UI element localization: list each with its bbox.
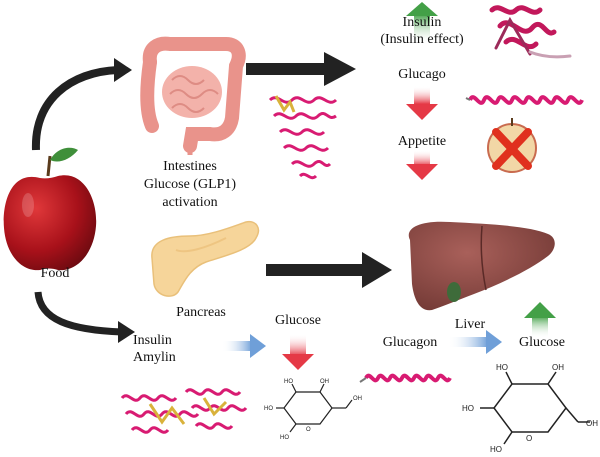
glucose-molecule-small-labels: HO OH HO HO OH O (264, 379, 362, 441)
mol-large-ho-2: HO (462, 404, 474, 413)
glucagon-effect-label: Glucago (398, 67, 446, 82)
glucose-mid-label: Glucose (275, 313, 321, 328)
pancreas-to-liver-arrow (266, 252, 392, 288)
glucose-increase-arrow (532, 316, 548, 338)
glp1-protein-icon (268, 95, 338, 180)
liver-icon (408, 221, 555, 311)
glucose-decrease-arrowhead (282, 354, 314, 370)
glucose-molecule-large-labels: HO OH HO HO OH O (462, 363, 598, 454)
mol-large-ho-1: HO (496, 363, 508, 372)
glucose-decrease-arrow (290, 334, 306, 356)
mol-small-oh-2: OH (353, 396, 362, 402)
appetite-decrease-arrow (414, 150, 430, 166)
intestines-icon (140, 36, 246, 155)
glucagon-decrease-arrowhead (406, 104, 438, 120)
insulin-effect-label: (Insulin effect) (380, 32, 464, 47)
appetite-decrease-arrowhead (406, 164, 438, 180)
glucose-glp1-label: Glucose (GLP1) (143, 177, 237, 192)
mol-small-o: O (306, 427, 311, 433)
glucagon-decrease-arrow (414, 86, 430, 104)
insulin-label: Insulin (133, 333, 172, 348)
apple-icon (3, 147, 97, 271)
glucagon-helix-icon (359, 373, 452, 383)
pancreas-icon (151, 220, 260, 297)
amylin-to-glucose-arrow (222, 334, 266, 358)
glucagon-label: Glucagon (382, 335, 438, 350)
insulin-increase-arrowhead (406, 2, 438, 16)
glucagon-protein-icon (465, 95, 584, 105)
liver-label: Liver (454, 317, 486, 332)
amylin-label: Amylin (133, 350, 176, 365)
intestines-to-effects-arrow (246, 52, 356, 86)
appetite-label: Appetite (397, 134, 447, 149)
mol-large-o: O (526, 434, 532, 443)
insulin-amylin-protein-cluster-icon (120, 388, 248, 434)
food-label: Food (40, 266, 70, 281)
glucagon-to-glucose-arrow (448, 330, 502, 354)
glucose-molecule-large-icon (480, 371, 590, 445)
food-to-pancreas-arrow (34, 291, 135, 343)
glucose-right-label: Glucose (519, 335, 565, 350)
crossed-apple-icon (487, 118, 537, 173)
insulin-top-label: Insulin (402, 15, 442, 30)
mol-large-oh-1: OH (552, 363, 564, 372)
glucose-increase-arrowhead (524, 302, 556, 318)
pancreas-label: Pancreas (176, 305, 226, 320)
mol-small-oh-1: OH (320, 379, 329, 385)
mol-small-ho-2: HO (264, 406, 273, 412)
mol-small-ho-1: HO (284, 379, 293, 385)
insulin-increase-arrow (414, 14, 430, 44)
food-to-intestines-arrow (31, 58, 132, 151)
glucose-molecule-small-icon (276, 383, 353, 433)
mol-large-ho-3: HO (490, 445, 502, 454)
mol-small-ho-3: HO (280, 435, 289, 441)
mol-large-oh-2: OH (586, 419, 598, 428)
activation-label: activation (162, 195, 218, 210)
insulin-protein-icon (489, 5, 572, 59)
intestines-label: Intestines (163, 159, 217, 174)
